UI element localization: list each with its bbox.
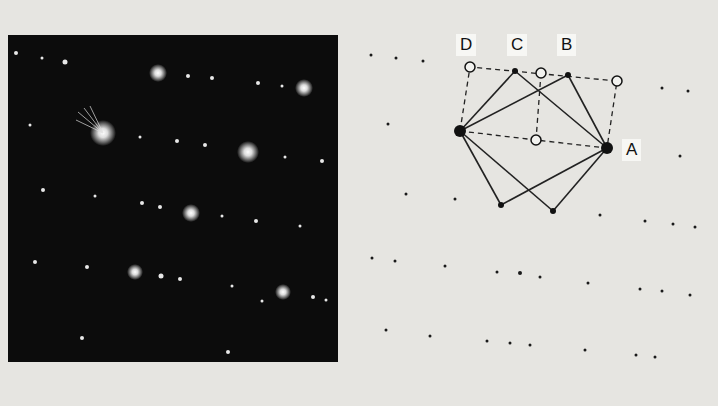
photo-flare: [76, 106, 103, 133]
diffraction-photo: [8, 35, 338, 362]
point-label: B: [557, 34, 576, 56]
point-label: D: [456, 34, 476, 56]
solid-construction: [460, 71, 607, 211]
point-label: C: [507, 34, 527, 56]
photo-small-spots: [14, 51, 328, 354]
reciprocal-lattice-dots: [370, 54, 697, 359]
dashed-cell: [460, 67, 617, 148]
lattice-points: [454, 62, 622, 214]
photo-spots: [90, 64, 313, 300]
point-label: A: [622, 139, 641, 161]
